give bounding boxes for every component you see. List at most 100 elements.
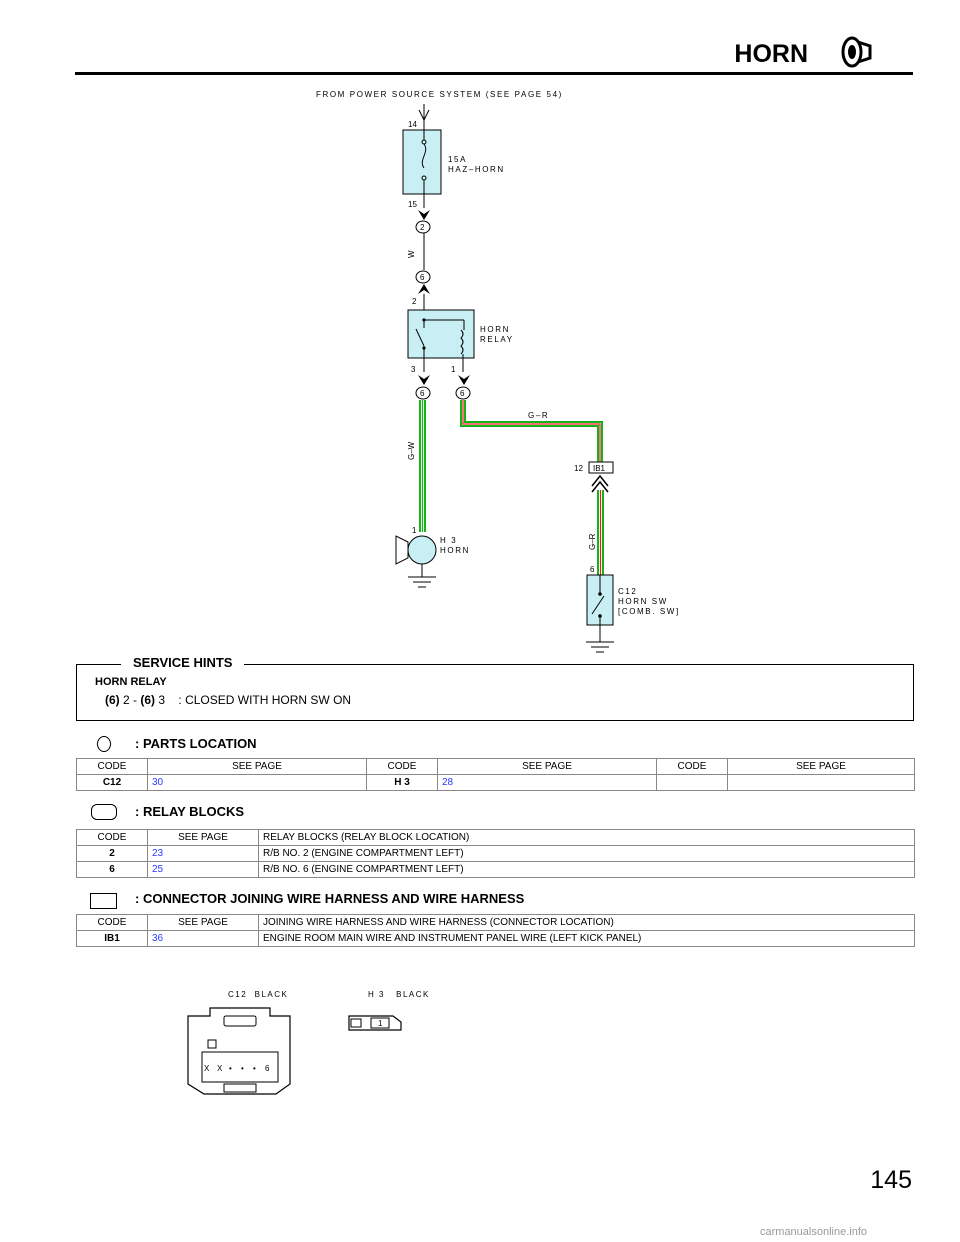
service-hints-title: SERVICE HINTS [121, 655, 245, 670]
relay-block-2-label: 2 [420, 223, 425, 232]
pl-code-c12: C12 [76, 774, 148, 791]
c12-pin-6: 6 [265, 1064, 270, 1073]
relay-name-1: HORN [480, 325, 510, 334]
table-row: C12 30 H 3 28 [76, 774, 915, 791]
relay-blocks-heading: : RELAY BLOCKS [135, 804, 245, 819]
power-source-label: FROM POWER SOURCE SYSTEM (SEE PAGE 54) [316, 90, 563, 99]
horn-code: H 3 [440, 536, 457, 545]
c12-connector-label: C12 BLACK [228, 990, 288, 999]
pl-header-page-3: SEE PAGE [727, 758, 915, 775]
wire-g-r [460, 400, 603, 464]
cj-header-page: SEE PAGE [147, 914, 259, 931]
switch-code: C12 [618, 587, 637, 596]
wire-g-w-label: G–W [407, 441, 416, 460]
cj-header-code: CODE [76, 914, 148, 931]
cj-location-ib1: ENGINE ROOM MAIN WIRE AND INSTRUMENT PAN… [258, 930, 915, 947]
horn-symbol [407, 535, 437, 565]
c12-pin-3: • [229, 1064, 232, 1073]
c12-code: C12 [228, 990, 248, 999]
relay-block-6-top: 6 [420, 273, 425, 282]
table-row: 2 23 R/B NO. 2 (ENGINE COMPARTMENT LEFT) [76, 845, 915, 862]
service-hints-box [76, 664, 914, 721]
relay-pin-right: 1 [451, 365, 456, 374]
fuse-pin-bottom: 15 [408, 200, 417, 209]
page-title: HORN [734, 40, 808, 68]
junction-name: IB1 [593, 464, 606, 473]
hint-block-a: (6) [105, 693, 120, 707]
h3-color: BLACK [396, 990, 430, 999]
table-row: 6 25 R/B NO. 6 (ENGINE COMPARTMENT LEFT) [76, 861, 915, 878]
footer-watermark: carmanualsonline.info [760, 1226, 868, 1238]
fuse-symbol [421, 143, 427, 169]
c12-connector-face: X X • • • 6 [187, 1007, 291, 1095]
table-row: IB1 36 ENGINE ROOM MAIN WIRE AND INSTRUM… [76, 930, 915, 947]
service-hints-subtitle: HORN RELAY [95, 676, 167, 688]
parts-location-heading: : PARTS LOCATION [135, 736, 257, 751]
rb-location-6: R/B NO. 6 (ENGINE COMPARTMENT LEFT) [258, 861, 915, 878]
cj-page-link-ib1[interactable]: 36 [147, 930, 259, 947]
relay-blocks-table: CODE SEE PAGE RELAY BLOCKS (RELAY BLOCK … [76, 829, 915, 878]
hint-condition: : CLOSED WITH HORN SW ON [178, 693, 352, 707]
junction-pin: 12 [574, 464, 583, 473]
wire-g-r-lower-label: G–R [588, 533, 597, 550]
pl-header-code-3: CODE [656, 758, 728, 775]
cj-header-location: JOINING WIRE HARNESS AND WIRE HARNESS (C… [258, 914, 915, 931]
connector-joining-table: CODE SEE PAGE JOINING WIRE HARNESS AND W… [76, 914, 915, 947]
relay-block-6-left: 6 [420, 389, 425, 398]
rb-header-code: CODE [76, 829, 148, 846]
rb-location-2: R/B NO. 2 (ENGINE COMPARTMENT LEFT) [258, 845, 915, 862]
c12-pin-5: • [253, 1064, 256, 1073]
pl-code-h3: H 3 [366, 774, 438, 791]
wire-g-r-lower [597, 490, 604, 580]
c12-pin-1: X [204, 1064, 210, 1073]
horn-switch-contact [591, 595, 605, 615]
hint-pin-b: 3 [158, 693, 166, 707]
fuse-pin-top: 14 [408, 120, 417, 129]
relay-contact [415, 328, 425, 347]
pl-header-page-2: SEE PAGE [437, 758, 657, 775]
c12-color: BLACK [254, 990, 289, 999]
pl-header-page-1: SEE PAGE [147, 758, 367, 775]
rb-code-2: 2 [76, 845, 148, 862]
horn-icon [841, 36, 872, 68]
rb-header-location: RELAY BLOCKS (RELAY BLOCK LOCATION) [258, 829, 915, 846]
cj-code-ib1: IB1 [76, 930, 148, 947]
switch-name-2: [COMB. SW] [618, 607, 680, 616]
h3-code: H 3 [368, 990, 385, 999]
horn-name: HORN [440, 546, 470, 555]
service-hints-line: (6) 2 - (6) 3 : CLOSED WITH HORN SW ON [105, 693, 351, 707]
pl-header-code-2: CODE [366, 758, 438, 775]
wiring-diagram: FROM POWER SOURCE SYSTEM (SEE PAGE 54) 1… [316, 90, 680, 653]
relay-pin-top: 2 [412, 297, 417, 306]
relay-pin-left: 3 [411, 365, 416, 374]
relay-block-6-right: 6 [460, 389, 465, 398]
pl-page-link-h3[interactable]: 28 [437, 774, 657, 791]
fuse-rating: 15A [448, 155, 467, 164]
hint-pin-a: 2 - [123, 693, 138, 707]
h3-connector-label: H 3 BLACK [368, 990, 430, 999]
parts-location-icon [97, 736, 111, 752]
relay-name-2: RELAY [480, 335, 514, 344]
pl-page-link-c12[interactable]: 30 [147, 774, 367, 791]
fuse-name: HAZ–HORN [448, 165, 505, 174]
rb-page-link-6[interactable]: 25 [147, 861, 259, 878]
horn-pin: 1 [412, 526, 417, 535]
wire-g-w [419, 400, 426, 532]
pl-header-code-1: CODE [76, 758, 148, 775]
page-number: 145 [870, 1166, 912, 1194]
wire-g-r-label: G–R [528, 411, 549, 420]
relay-coil [460, 329, 464, 355]
parts-location-table: CODE SEE PAGE CODE SEE PAGE CODE SEE PAG… [76, 758, 915, 791]
junction-ib1-box [588, 461, 614, 474]
hint-block-b: (6) [140, 693, 156, 707]
header-rule [75, 72, 913, 75]
c12-pin-4: • [241, 1064, 244, 1073]
rb-page-link-2[interactable]: 23 [147, 845, 259, 862]
pl-code-empty [656, 774, 728, 791]
switch-name-1: HORN SW [618, 597, 668, 606]
pl-page-empty [727, 774, 915, 791]
rb-code-6: 6 [76, 861, 148, 878]
h3-pin-1: 1 [378, 1019, 383, 1028]
h3-connector-face: 1 [348, 1015, 402, 1031]
wire-w-label: W [407, 250, 416, 258]
